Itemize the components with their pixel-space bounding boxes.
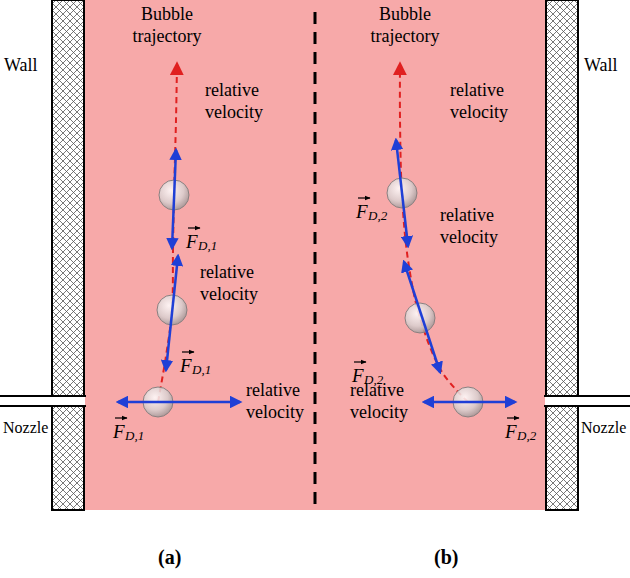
bubble-trajectory (158, 64, 177, 402)
force-arrow (424, 401, 515, 404)
vector-arrow (115, 417, 127, 418)
vector-arrow (182, 351, 194, 352)
right-nozzle-bore (545, 397, 579, 405)
vector-arrow (507, 417, 519, 418)
trajectory-label: Bubble trajectory (112, 4, 222, 47)
velocity-label: relative velocity (350, 380, 418, 423)
velocity-label: relative velocity (246, 380, 316, 423)
velocity-label: relative velocity (440, 205, 510, 248)
force-arrow (172, 150, 176, 248)
nozzle-label: Nozzle (3, 418, 48, 437)
right-wall (546, 0, 578, 510)
force-subscript: D,1 (125, 429, 144, 442)
trajectory-label: Bubble trajectory (350, 4, 460, 47)
left-nozzle-bore (51, 397, 85, 405)
bubbles (143, 178, 483, 417)
force-subscript: D,1 (198, 239, 217, 252)
force-arrow (118, 401, 240, 404)
panel-label: (a) (158, 545, 181, 569)
wall-label: Wall (584, 55, 618, 77)
force-symbol: F (505, 416, 517, 441)
left-wall (52, 0, 84, 510)
panel-label: (b) (434, 545, 458, 569)
center-line (314, 12, 317, 505)
velocity-label: relative velocity (200, 262, 270, 305)
liquid-region (84, 0, 546, 510)
force-symbol: F (186, 226, 198, 251)
force-symbol: F (356, 196, 368, 221)
force-subscript: D,2 (368, 209, 387, 222)
force-arrows (118, 140, 515, 402)
vector-arrow (354, 361, 366, 362)
force-arrow (404, 262, 440, 372)
wall-label: Wall (4, 55, 38, 77)
vector-arrow (188, 227, 200, 228)
vector-marks (115, 198, 519, 418)
force-subscript: D,1 (192, 363, 211, 376)
velocity-label: relative velocity (205, 80, 275, 123)
velocity-label: relative velocity (450, 80, 520, 123)
nozzle-label: Nozzle (581, 418, 626, 437)
trajectories (158, 64, 468, 402)
force-symbol: F (180, 350, 192, 375)
force-symbol: F (113, 416, 125, 441)
vector-arrow (358, 197, 370, 198)
force-arrow (166, 256, 178, 370)
force-subscript: D,2 (517, 429, 536, 442)
force-arrow (396, 140, 408, 246)
